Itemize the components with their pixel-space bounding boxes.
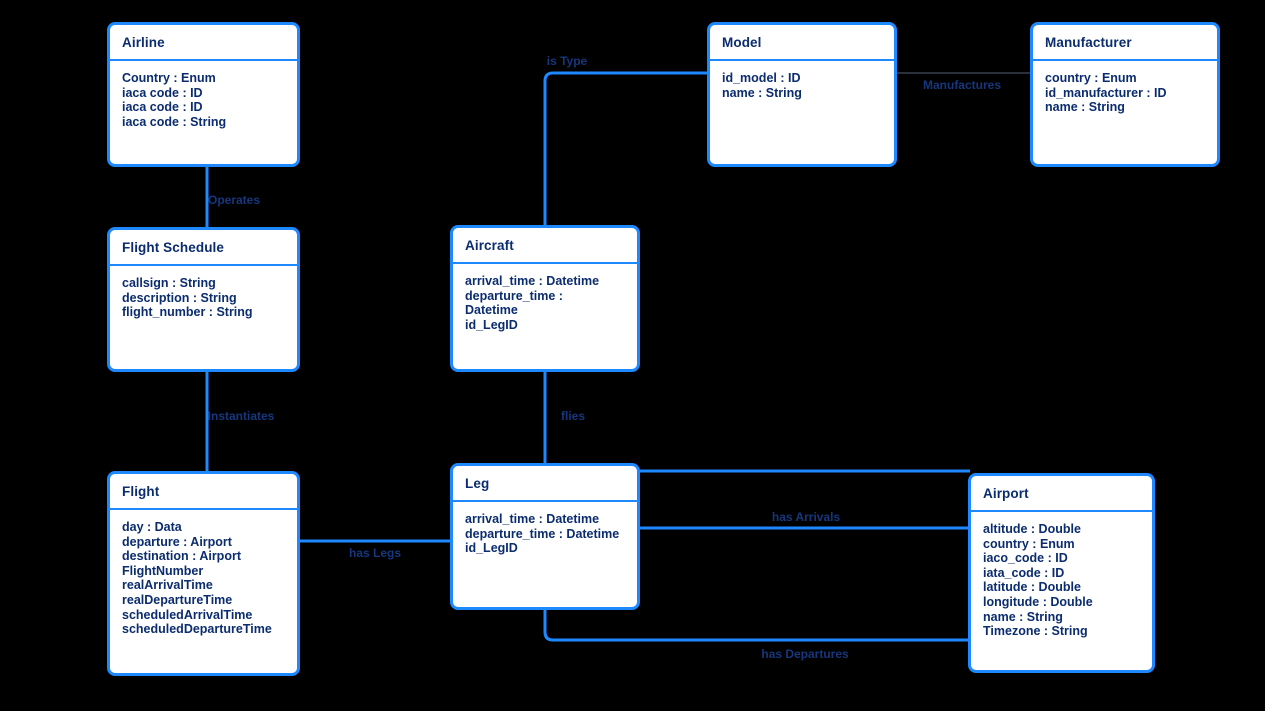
attribute-row: realArrivalTime [122, 578, 213, 593]
connector-has-departures[interactable] [543, 610, 968, 642]
relationship-label-operates[interactable]: Operates [207, 193, 261, 207]
entity-title: Aircraft [465, 238, 514, 253]
attribute-row: country : Enum [983, 536, 1075, 551]
attribute-row: latitude : Double [983, 580, 1081, 595]
attribute-row: destination : Airport [122, 549, 241, 564]
attribute-row: description : String [122, 290, 237, 305]
attribute-row: flight_number : String [122, 305, 253, 320]
entity-header: Model [710, 25, 894, 61]
attribute-row: Country : Enum [122, 71, 216, 85]
relationship-label-instantiates[interactable]: Instantiates [207, 409, 275, 423]
relationship-label-has-legs[interactable]: has Legs [348, 546, 402, 560]
entity-header: Aircraft [453, 228, 637, 264]
entity-header: Airport [971, 476, 1152, 512]
entity-header: Flight Schedule [110, 230, 297, 266]
entity-title: Flight Schedule [122, 240, 225, 255]
entity-header: Leg [453, 466, 637, 502]
attribute-row: longitude : Double [983, 594, 1093, 609]
entity-header: Manufacturer [1033, 25, 1217, 61]
attribute-row: departure_time : [465, 288, 563, 303]
relationship-label-has-departures[interactable]: has Departures [761, 647, 849, 661]
attribute-row: country : Enum [1045, 71, 1137, 85]
attribute-row: day : Data [122, 520, 182, 534]
attribute-row: arrival_time : Datetime [465, 512, 600, 526]
relationship-label-manufactures[interactable]: Manufactures [922, 78, 1002, 92]
attribute-row: name : String [983, 609, 1063, 624]
attribute-row: iaca code : String [122, 114, 227, 129]
entity-title: Airport [983, 486, 1029, 501]
attribute-row: id_LegID [465, 317, 518, 332]
entity-header: Airline [110, 25, 297, 61]
attribute-row: FlightNumber [122, 563, 204, 578]
entity-title: Model [722, 35, 762, 50]
attribute-row: departure_time : Datetime [465, 526, 620, 541]
relationship-label-is-type[interactable]: is Type [546, 54, 588, 68]
attribute-row: scheduledDepartureTime [122, 622, 272, 637]
attribute-row: realDepartureTime [122, 592, 233, 607]
attribute-row: Datetime [465, 303, 518, 318]
attribute-row: iaca code : ID [122, 85, 203, 100]
attribute-row: name : String [1045, 100, 1125, 115]
attribute-row: callsign : String [122, 276, 216, 290]
connector-is-type[interactable] [543, 71, 707, 225]
attribute-row: altitude : Double [983, 522, 1081, 536]
entity-title: Leg [465, 476, 490, 491]
entity-title: Manufacturer [1045, 35, 1132, 50]
attribute-row: scheduledArrivalTime [122, 607, 253, 622]
relationship-label-flies[interactable]: flies [560, 409, 586, 423]
attribute-row: iaco_code : ID [983, 551, 1068, 566]
attribute-row: id_model : ID [722, 71, 801, 85]
attribute-row: iaca code : ID [122, 100, 203, 115]
attribute-row: iata_code : ID [983, 565, 1065, 580]
attribute-row: departure : Airport [122, 534, 232, 549]
attribute-row: id_LegID [465, 541, 518, 556]
relationship-label-has-arrivals[interactable]: has Arrivals [771, 510, 841, 524]
attribute-row: id_manufacturer : ID [1045, 85, 1167, 100]
entity-header: Flight [110, 474, 297, 510]
attribute-row: name : String [722, 85, 802, 100]
attribute-row: Timezone : String [983, 624, 1088, 639]
entity-title: Flight [122, 484, 160, 499]
attribute-row: arrival_time : Datetime [465, 274, 600, 288]
entity-title: Airline [122, 35, 165, 50]
